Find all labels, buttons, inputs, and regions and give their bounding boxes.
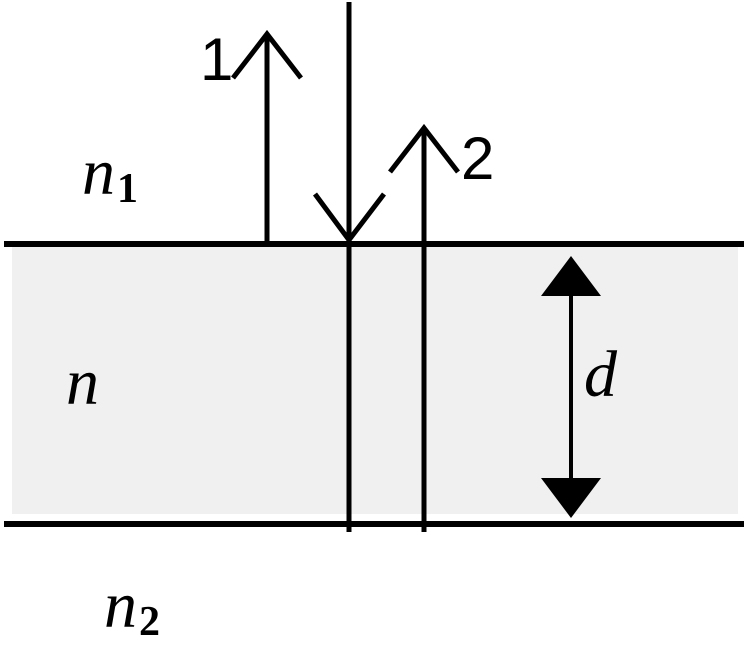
thickness-arrowhead-down	[541, 478, 601, 518]
thickness-indicator	[541, 256, 601, 518]
medium-n1-label: n1	[82, 136, 138, 212]
incident-arrowhead	[312, 192, 386, 245]
reflected-ray-1-arrowhead	[231, 29, 303, 80]
thickness-arrowhead-up	[541, 256, 601, 296]
incident-ray	[312, 2, 386, 532]
thickness-d-label: d	[584, 338, 618, 411]
ray-1-label: 1	[200, 26, 233, 93]
film-n-label: n	[66, 346, 99, 419]
reflected-ray-2	[388, 123, 460, 532]
reflected-ray-2-arrowhead	[388, 123, 460, 174]
ray-2-label: 2	[461, 125, 494, 192]
film-layer	[12, 246, 738, 514]
reflected-ray-1	[231, 29, 303, 244]
medium-n2-label: n2	[104, 569, 160, 645]
